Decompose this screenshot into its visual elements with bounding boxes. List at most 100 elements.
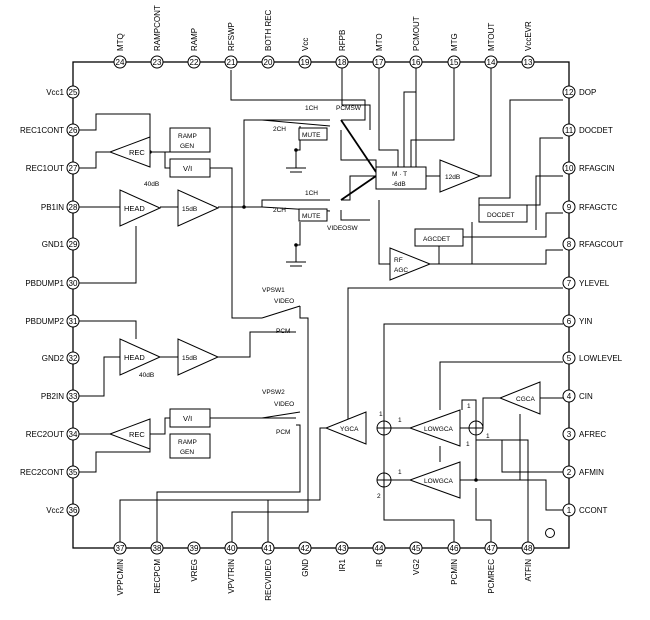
low-summing-in-c: 1: [466, 441, 470, 448]
wire-47: [378, 200, 390, 265]
pin-17-number: 17: [375, 58, 384, 67]
pin-30-number: 30: [69, 279, 78, 288]
pin-25-circle: [66, 85, 80, 99]
y-summing-in-a: 1: [379, 411, 383, 418]
videosw-label: VIDEOSW: [327, 225, 359, 232]
pin-25-number: 25: [69, 88, 78, 97]
pin-36-number: 36: [69, 506, 78, 515]
ramp-gen-1-label-b: GEN: [180, 143, 194, 150]
pin-37-number: 37: [116, 544, 125, 553]
agcdet-label: AGCDET: [423, 236, 450, 243]
pin-39-number: 39: [190, 544, 199, 553]
pin-31-label: PBDUMP2: [25, 317, 64, 326]
pin-40-number: 40: [227, 544, 236, 553]
pin-10-number: 10: [565, 164, 574, 173]
pin-4-number: 4: [567, 392, 572, 401]
pin-23-circle: [150, 55, 164, 69]
wire-40: [480, 68, 492, 177]
wire-74: [261, 411, 301, 419]
rec1-label: REC: [129, 148, 145, 157]
pin-25-label: Vcc1: [46, 88, 64, 97]
pin-45-label: VG2: [412, 558, 421, 575]
pin-27-label: REC1OUT: [26, 164, 64, 173]
pin-47-label: PCMREC: [487, 559, 496, 594]
pin-9-circle: [562, 200, 576, 214]
pin-35-label: REC2CONT: [20, 468, 64, 477]
wire-45: [463, 212, 563, 238]
vi-2-label: V/I: [183, 414, 192, 423]
docdet-label: DOCDET: [487, 212, 514, 219]
pin-19-number: 19: [301, 58, 310, 67]
pin-45-circle: [409, 541, 423, 555]
wire-51: [383, 323, 563, 421]
wire-67: [475, 488, 492, 542]
pin-43-circle: [335, 541, 349, 555]
vi-1-box: [169, 158, 211, 178]
pin-36-label: Vcc2: [46, 506, 64, 515]
rf-agc-amplifier: [389, 247, 432, 281]
vpsw2-label: VPSW2: [262, 389, 285, 396]
pin-11-number: 11: [565, 126, 574, 135]
pin-4-label: CIN: [579, 392, 593, 401]
wire-26: [218, 331, 296, 358]
ygca-amplifier: [324, 411, 367, 445]
pin-32-label: GND2: [42, 354, 65, 363]
rf-agc-label-b: AGC: [394, 267, 408, 274]
pin-5-label: LOWLEVEL: [579, 354, 623, 363]
pin-18-circle: [335, 55, 349, 69]
wire-1: [79, 113, 151, 140]
pin-3-number: 3: [567, 430, 572, 439]
pin-37-circle: [113, 541, 127, 555]
wire-37: [403, 68, 417, 167]
wire-36: [378, 68, 399, 167]
pin-41-label: RECVIDEO: [264, 559, 273, 601]
pin-14-number: 14: [487, 58, 496, 67]
wire-35: [341, 68, 371, 130]
wire-70: [340, 175, 377, 201]
wire-24: [79, 356, 120, 397]
wire-39: [410, 68, 455, 167]
pin-29-number: 29: [69, 240, 78, 249]
pin-6-label: YIN: [579, 317, 593, 326]
wire-58: [461, 399, 477, 421]
pin-16-number: 16: [412, 58, 421, 67]
pin-37-label: VPPCMIN: [116, 559, 125, 596]
pin-27-number: 27: [69, 164, 78, 173]
pin-38-circle: [150, 541, 164, 555]
pin-22-label: RAMP: [190, 28, 199, 51]
pin-46-label: PCMIN: [450, 559, 459, 585]
wire-33: [231, 412, 309, 542]
vpsw1-video-label: VIDEO: [274, 298, 294, 305]
ramp-gen-1-label-a: RAMP: [178, 133, 197, 140]
pin-9-number: 9: [567, 203, 572, 212]
out-summing-in-a: 1: [398, 469, 402, 476]
low-summing-in-b: 1: [486, 433, 490, 440]
pin-6-number: 6: [567, 317, 572, 326]
pin-15-number: 15: [450, 58, 459, 67]
pin-46-circle: [447, 541, 461, 555]
junction-dot: [294, 243, 298, 247]
wire-29: [79, 446, 151, 473]
pin-7-circle: [562, 276, 576, 290]
videosw-1ch-label: 1CH: [305, 190, 318, 197]
pin-2-label: AFMIN: [579, 468, 604, 477]
mute-1-box: [298, 127, 328, 141]
pin-17-label: MTO: [375, 33, 384, 51]
pin-16-label: PCMOUT: [412, 16, 421, 51]
pin-7-number: 7: [567, 279, 572, 288]
wire-15: [230, 70, 366, 121]
pin-42-number: 42: [301, 544, 310, 553]
pin-20-number: 20: [264, 58, 273, 67]
pin-29-label: GND1: [42, 240, 65, 249]
pin-28-number: 28: [69, 203, 78, 212]
pin-38-label: RECPCM: [153, 559, 162, 594]
vi-2-box: [169, 408, 211, 428]
pin-5-circle: [562, 351, 576, 365]
pin-12-label: DOP: [579, 88, 596, 97]
ramp-gen-2-box: [169, 433, 211, 459]
pin-33-number: 33: [69, 392, 78, 401]
pcmsw-1ch-label: 1CH: [305, 105, 318, 112]
pin-13-number: 13: [524, 58, 533, 67]
pin-28-circle: [66, 200, 80, 214]
